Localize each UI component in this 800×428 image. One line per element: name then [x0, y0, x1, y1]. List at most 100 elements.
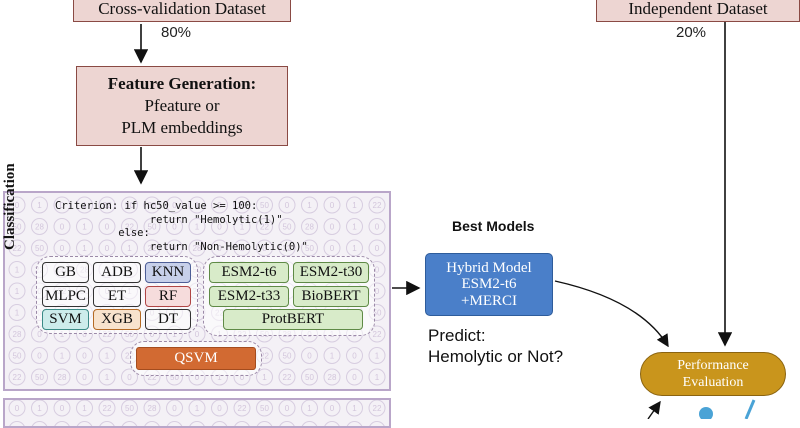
model-chip-rf: RF [145, 286, 191, 307]
feature-generation-line3: PLM embeddings [121, 117, 242, 139]
background-dot-label: 0 [60, 404, 65, 413]
background-dot-label: 1 [375, 352, 380, 361]
background-dot-label: 1 [352, 201, 357, 210]
lower-panel-pattern: 0101225028010225001012250280102250010122… [5, 400, 391, 428]
arrow-hybrid-to-performance [555, 281, 668, 346]
qsvm-box: QSVM [136, 347, 256, 370]
hybrid-model-line3: +MERCI [461, 293, 517, 310]
background-dot-label: 50 [35, 244, 44, 253]
background-dot-label: 0 [352, 373, 357, 382]
background-dot-label: 50 [283, 352, 292, 361]
background-dot-label: 0 [82, 373, 87, 382]
model-chip-knn: KNN [145, 262, 191, 283]
figure-arm-icon [746, 400, 754, 419]
predict-text: Predict: Hemolytic or Not? [428, 325, 563, 367]
background-dot-label: 28 [13, 330, 22, 339]
background-dot-label: 0 [172, 404, 177, 413]
background-dot-label: 1 [375, 373, 380, 382]
predict-line2: Hemolytic or Not? [428, 346, 563, 367]
model-chip-biobert: BioBERT [293, 286, 369, 307]
model-chip-mlpc: MLPC [42, 286, 89, 307]
background-dot-label: 0 [330, 244, 335, 253]
background-dot-label: 0 [330, 201, 335, 210]
model-chip-dt: DT [145, 309, 191, 330]
best-models-heading: Best Models [452, 218, 534, 234]
background-dot-label: 1 [352, 404, 357, 413]
background-dot-label: 28 [148, 404, 157, 413]
background-dot-label: 0 [307, 352, 312, 361]
background-dot-label: 0 [82, 352, 87, 361]
background-dot-label: 1 [307, 201, 312, 210]
performance-line2: Evaluation [683, 374, 744, 391]
crossval-percent: 80% [161, 24, 191, 41]
model-chip-protbert: ProtBERT [223, 309, 363, 330]
feature-generation-box: Feature Generation: Pfeature or PLM embe… [76, 66, 288, 146]
background-dot-label: 1 [60, 352, 65, 361]
background-dot-label: 0 [127, 373, 132, 382]
background-dot-label: 1 [15, 287, 20, 296]
background-dot-label: 0 [330, 223, 335, 232]
figure-head-icon [699, 407, 713, 419]
background-dot-label: 28 [58, 373, 67, 382]
model-chip-svm: SVM [42, 309, 89, 330]
performance-evaluation-box: Performance Evaluation [640, 352, 786, 396]
background-dot-label: 1 [82, 404, 87, 413]
background-dot-label: 0 [375, 287, 380, 296]
background-dot-label: 0 [375, 244, 380, 253]
model-chip-et: ET [93, 286, 141, 307]
hybrid-model-line2: ESM2-t6 [461, 276, 516, 293]
independent-percent: 20% [676, 24, 706, 41]
background-dot-label: 1 [352, 223, 357, 232]
background-dot-label: 22 [103, 404, 112, 413]
background-dot-label: 1 [105, 352, 110, 361]
background-dot-label: 0 [15, 404, 20, 413]
background-dot-label: 1 [307, 404, 312, 413]
classification-label: Classification [2, 163, 19, 250]
background-dot-label: 1 [15, 309, 20, 318]
background-dot-label: 1 [262, 373, 267, 382]
crossval-dataset-label: Cross-validation Dataset [98, 0, 266, 19]
background-dot-label: 28 [328, 373, 337, 382]
background-dot-label: 0 [37, 352, 42, 361]
crossval-dataset-box: Cross-validation Dataset [73, 0, 291, 22]
background-dot-label: 22 [238, 404, 247, 413]
background-dot-label: 0 [330, 404, 335, 413]
background-dot-label: 50 [125, 404, 134, 413]
model-chip-adb: ADB [93, 262, 141, 283]
background-dot-label: 28 [35, 223, 44, 232]
background-dot-label: 22 [283, 373, 292, 382]
model-chip-esm2-t30: ESM2-t30 [293, 262, 369, 283]
background-dot-label: 1 [195, 404, 200, 413]
performance-line1: Performance [677, 357, 749, 374]
background-dot-label: 0 [375, 223, 380, 232]
independent-dataset-label: Independent Dataset [628, 0, 767, 19]
background-dot-label: 1 [37, 201, 42, 210]
background-dot-label: 1 [352, 244, 357, 253]
background-dot-label: 1 [15, 266, 20, 275]
criterion-code: Criterion: if hc50_value >= 100: return … [55, 200, 308, 254]
background-dot-label: 50 [305, 373, 314, 382]
predict-line1: Predict: [428, 325, 563, 346]
hybrid-model-line1: Hybrid Model [446, 260, 531, 277]
background-dot-label: 1 [37, 404, 42, 413]
background-dot-label: 0 [375, 266, 380, 275]
background-dot-label: 22 [373, 404, 382, 413]
background-dot-label: 0 [217, 404, 222, 413]
independent-dataset-box: Independent Dataset [596, 0, 800, 22]
background-dot-label: 22 [373, 201, 382, 210]
background-dot-label: 50 [260, 404, 269, 413]
background-dot-label: 0 [285, 404, 290, 413]
model-chip-esm2-t33: ESM2-t33 [209, 286, 289, 307]
arrow-bottom-to-performance [648, 402, 660, 419]
background-dot-label: 22 [373, 330, 382, 339]
background-dot-label: 50 [13, 352, 22, 361]
background-dot-label: 1 [330, 352, 335, 361]
feature-generation-title: Feature Generation: [108, 73, 256, 95]
lower-panel: 0101225028010225001012250280102250010122… [3, 398, 391, 428]
model-chip-gb: GB [42, 262, 89, 283]
model-chip-esm2-t6: ESM2-t6 [209, 262, 289, 283]
background-dot-label: 1 [105, 373, 110, 382]
feature-generation-line2: Pfeature or [144, 95, 219, 117]
background-dot-label: 0 [195, 330, 200, 339]
background-dot-label: 22 [13, 373, 22, 382]
